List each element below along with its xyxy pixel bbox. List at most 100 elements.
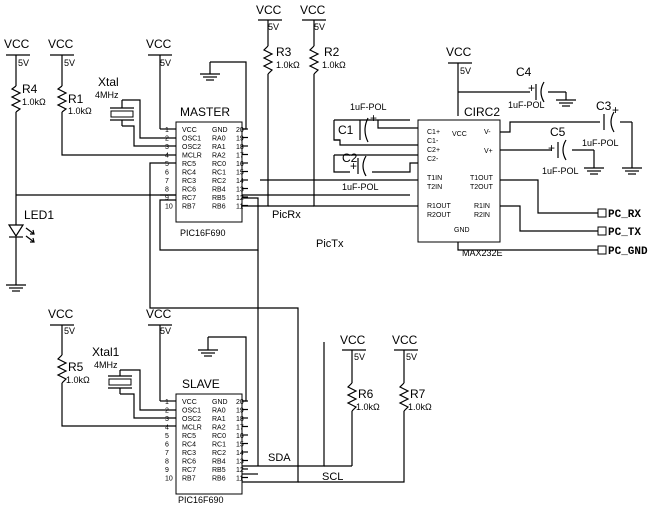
pin-number: 8: [165, 187, 169, 194]
pin-number: 18: [236, 144, 244, 151]
pin-number: 12: [236, 467, 244, 474]
capacitor-ref: C5: [550, 125, 566, 139]
pin-number: 10: [165, 476, 173, 483]
power-vcc-master: VCC 5V: [146, 37, 172, 129]
pin-name: RC0: [212, 161, 226, 168]
resistor-r6: R6 1.0kΩ: [346, 382, 380, 412]
capacitor-ref: C2: [342, 151, 358, 165]
chip-vcc-pin: VCC: [452, 131, 467, 138]
resistor-r7: R7 1.0kΩ: [398, 382, 432, 412]
resistor-r1: R1 1.0kΩ: [56, 85, 92, 116]
pin-name: RC6: [182, 459, 196, 466]
voltage-label: 5V: [160, 58, 171, 68]
vcc-label: VCC: [48, 307, 74, 321]
capacitor-ref: C3: [596, 99, 612, 113]
pin-number: 2: [165, 136, 169, 143]
pin-name: RC1: [212, 442, 226, 449]
resistor-ref: R7: [410, 387, 426, 401]
crystal-slave: Xtal1 4MHz: [92, 345, 132, 394]
vcc-label: VCC: [4, 37, 30, 51]
pin-number: 11: [236, 476, 243, 483]
resistor-value: 1.0kΩ: [322, 60, 346, 70]
vcc-label: VCC: [300, 3, 326, 17]
power-vcc-r7: VCC 5V: [392, 333, 418, 383]
pin-number: 7: [165, 178, 169, 185]
ground-symbol-c4: [556, 92, 576, 107]
pin-number: 6: [165, 170, 169, 177]
power-vcc-slave: VCC 5V: [146, 307, 172, 401]
pin-number: 2: [165, 408, 169, 415]
voltage-label: 5V: [160, 326, 171, 336]
net-label-scl: SCL: [322, 471, 343, 483]
slave-pic: SLAVE PIC16F690 VCC1OSC12OSC23MCLR4RC55R…: [165, 377, 248, 505]
power-vcc-r4: VCC 5V: [4, 37, 30, 86]
pin-number: 6: [165, 442, 169, 449]
net-label-sda: SDA: [268, 452, 291, 464]
pin-name: RA1: [212, 416, 226, 423]
resistor-value: 1.0kΩ: [68, 106, 92, 116]
pin-name: VCC: [182, 127, 197, 134]
pin-name: RA1: [212, 144, 226, 151]
pin-name: RC4: [182, 170, 196, 177]
pin-number: 12: [236, 195, 244, 202]
pin-name: MCLR: [182, 425, 202, 432]
voltage-label: 5V: [314, 22, 325, 32]
polarity-mark: +: [350, 159, 357, 173]
pin-number: 20: [236, 127, 244, 134]
pin-name: R1IN: [474, 203, 490, 210]
pin-name: RB6: [212, 476, 226, 483]
ground-symbol-slave: [198, 337, 218, 357]
pin-name: RB4: [212, 187, 226, 194]
power-vcc-r1: VCC 5V: [48, 37, 75, 86]
pin-name: RC4: [182, 442, 196, 449]
voltage-label: 5V: [406, 352, 417, 362]
vcc-label: VCC: [392, 333, 418, 347]
resistor-r5: R5 1.0kΩ: [56, 354, 90, 385]
capacitor-value: 1uF-POL: [350, 102, 387, 112]
resistor-r2: R2 1.0kΩ: [308, 45, 346, 75]
pin-name: RA2: [212, 153, 226, 160]
pin-name: RC1: [212, 170, 226, 177]
voltage-label: 5V: [18, 58, 29, 68]
pin-name: V+: [484, 148, 493, 155]
pin-name: C1+: [427, 129, 440, 136]
ground-symbol-c5: [584, 160, 604, 175]
pin-number: 1: [165, 127, 169, 134]
resistor-ref: R6: [358, 387, 374, 401]
pin-number: 4: [165, 153, 169, 160]
pin-number: 8: [165, 459, 169, 466]
pin-name: OSC1: [182, 408, 201, 415]
resistor-value: 1.0kΩ: [356, 402, 380, 412]
pin-name: MCLR: [182, 153, 202, 160]
pc-port-label: PC_TX: [608, 227, 641, 239]
chip-part: PIC16F690: [180, 228, 226, 238]
pin-number: 13: [236, 459, 244, 466]
resistor-ref: R3: [276, 45, 292, 59]
capacitor-value: 1uF-POL: [582, 138, 619, 148]
net-label-picrx: PicRx: [272, 209, 301, 221]
pin-number: 17: [236, 153, 244, 160]
pin-name: R2OUT: [427, 212, 451, 219]
pin-name: RC3: [182, 178, 196, 185]
pin-number: 11: [236, 204, 243, 211]
vcc-label: VCC: [256, 3, 282, 17]
pin-name: RC6: [182, 187, 196, 194]
pin-name: RC5: [182, 161, 196, 168]
pin-name: RB4: [212, 459, 226, 466]
pin-name: RC7: [182, 467, 196, 474]
resistor-value: 1.0kΩ: [22, 97, 46, 107]
chip-ref: CIRC2: [464, 105, 500, 119]
pin-number: 5: [165, 161, 169, 168]
voltage-label: 5V: [460, 66, 471, 76]
pin-number: 15: [236, 170, 244, 177]
pin-name: T2OUT: [470, 184, 494, 191]
pin-name: RC7: [182, 195, 196, 202]
pin-name: RA0: [212, 136, 226, 143]
vcc-label: VCC: [146, 37, 172, 51]
pin-number: 3: [165, 416, 169, 423]
pin-name: RC5: [182, 433, 196, 440]
pin-name: RB7: [182, 204, 196, 211]
pin-name: C2-: [427, 156, 439, 163]
led1: LED1: [7, 112, 54, 255]
pin-number: 10: [165, 204, 173, 211]
